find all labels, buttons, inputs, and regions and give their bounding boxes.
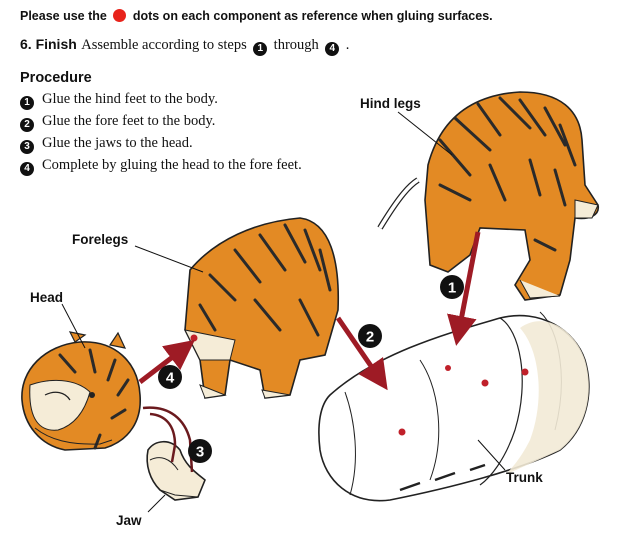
leader-jaw	[147, 494, 166, 513]
arrow-4	[138, 339, 195, 384]
leader-trunk	[477, 439, 506, 471]
jaw-part	[146, 440, 206, 501]
head-part	[21, 331, 141, 451]
leader-head	[61, 303, 86, 349]
red-dot-icon	[113, 9, 127, 22]
label-trunk: Trunk	[506, 470, 543, 485]
jaw-glue-guide	[142, 406, 194, 473]
glue-dot-icon	[398, 428, 406, 436]
step-title: 6. Finish	[20, 36, 77, 52]
procedure-number: 1	[20, 96, 34, 110]
procedure-text: Glue the hind feet to the body.	[42, 91, 218, 107]
step-badge-2: 2	[358, 324, 382, 348]
procedure-number: 2	[20, 118, 34, 132]
procedure-item: 4 Complete by gluing the head to the fore…	[20, 157, 302, 179]
procedure-item: 2 Glue the fore feet to the body.	[20, 113, 302, 135]
jaw-glue-guide	[149, 412, 177, 463]
arrow-2	[335, 316, 388, 391]
glue-dot-icon	[521, 368, 529, 376]
glue-notice: Please use the dots on each component as…	[20, 9, 493, 23]
step-badge-3: 3	[188, 439, 212, 463]
step-through: through	[273, 37, 319, 53]
label-hind-legs: Hind legs	[360, 96, 421, 111]
step-number-from: 1	[253, 42, 268, 56]
procedure-number: 3	[20, 140, 34, 154]
step-badge-1: 1	[440, 275, 464, 299]
step-text: Assemble according to steps	[81, 37, 247, 53]
glue-dot-icon	[481, 379, 489, 387]
step-number-to: 4	[325, 42, 340, 56]
hind-legs-part	[377, 91, 599, 301]
leader-hind-legs	[397, 111, 453, 156]
svg-text:3: 3	[196, 444, 204, 461]
svg-text:1: 1	[448, 280, 456, 297]
procedure-item: 3 Glue the jaws to the head.	[20, 135, 302, 157]
svg-text:4: 4	[166, 370, 175, 387]
step-instruction: 6. Finish Assemble according to steps 1 …	[20, 36, 349, 56]
label-forelegs: Forelegs	[72, 232, 128, 247]
notice-text-before: Please use the	[20, 9, 107, 23]
procedure-number: 4	[20, 162, 34, 176]
label-jaw: Jaw	[116, 513, 142, 528]
procedure-text: Glue the jaws to the head.	[42, 135, 193, 151]
procedure-item: 1 Glue the hind feet to the body.	[20, 91, 302, 113]
glue-dot-icon	[190, 334, 198, 342]
svg-text:2: 2	[366, 329, 374, 346]
procedure-text: Glue the fore feet to the body.	[42, 113, 216, 129]
glue-dot-icon	[445, 365, 451, 371]
label-head: Head	[30, 290, 63, 305]
procedure-text: Complete by gluing the head to the fore …	[42, 157, 302, 173]
step-period: .	[345, 37, 350, 53]
procedure-title: Procedure	[20, 70, 92, 86]
notice-text-after: dots on each component as reference when…	[132, 9, 493, 23]
leader-forelegs	[134, 245, 204, 273]
forelegs-part	[184, 217, 340, 399]
step-badge-4: 4	[158, 365, 182, 389]
arrow-1	[447, 231, 481, 346]
